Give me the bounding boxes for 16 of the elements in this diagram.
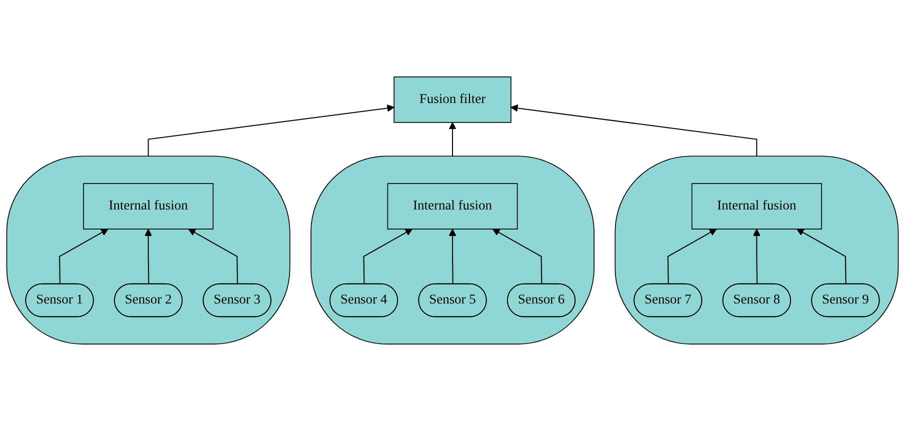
arrow xyxy=(492,228,542,284)
arrow xyxy=(796,228,846,284)
arrow xyxy=(144,228,152,284)
arrow xyxy=(363,228,413,284)
node-box: Internal fusion xyxy=(83,183,214,230)
arrow xyxy=(448,228,456,284)
arrow xyxy=(448,122,456,156)
arrow xyxy=(148,104,394,156)
arrow xyxy=(59,228,108,284)
arrow xyxy=(667,228,717,284)
arrow xyxy=(510,104,758,156)
arrow xyxy=(752,228,760,284)
node-box: Internal fusion xyxy=(387,183,518,230)
node-box: Internal fusion xyxy=(691,183,822,230)
node-box: Fusion filter xyxy=(394,76,512,123)
arrow xyxy=(188,228,238,284)
